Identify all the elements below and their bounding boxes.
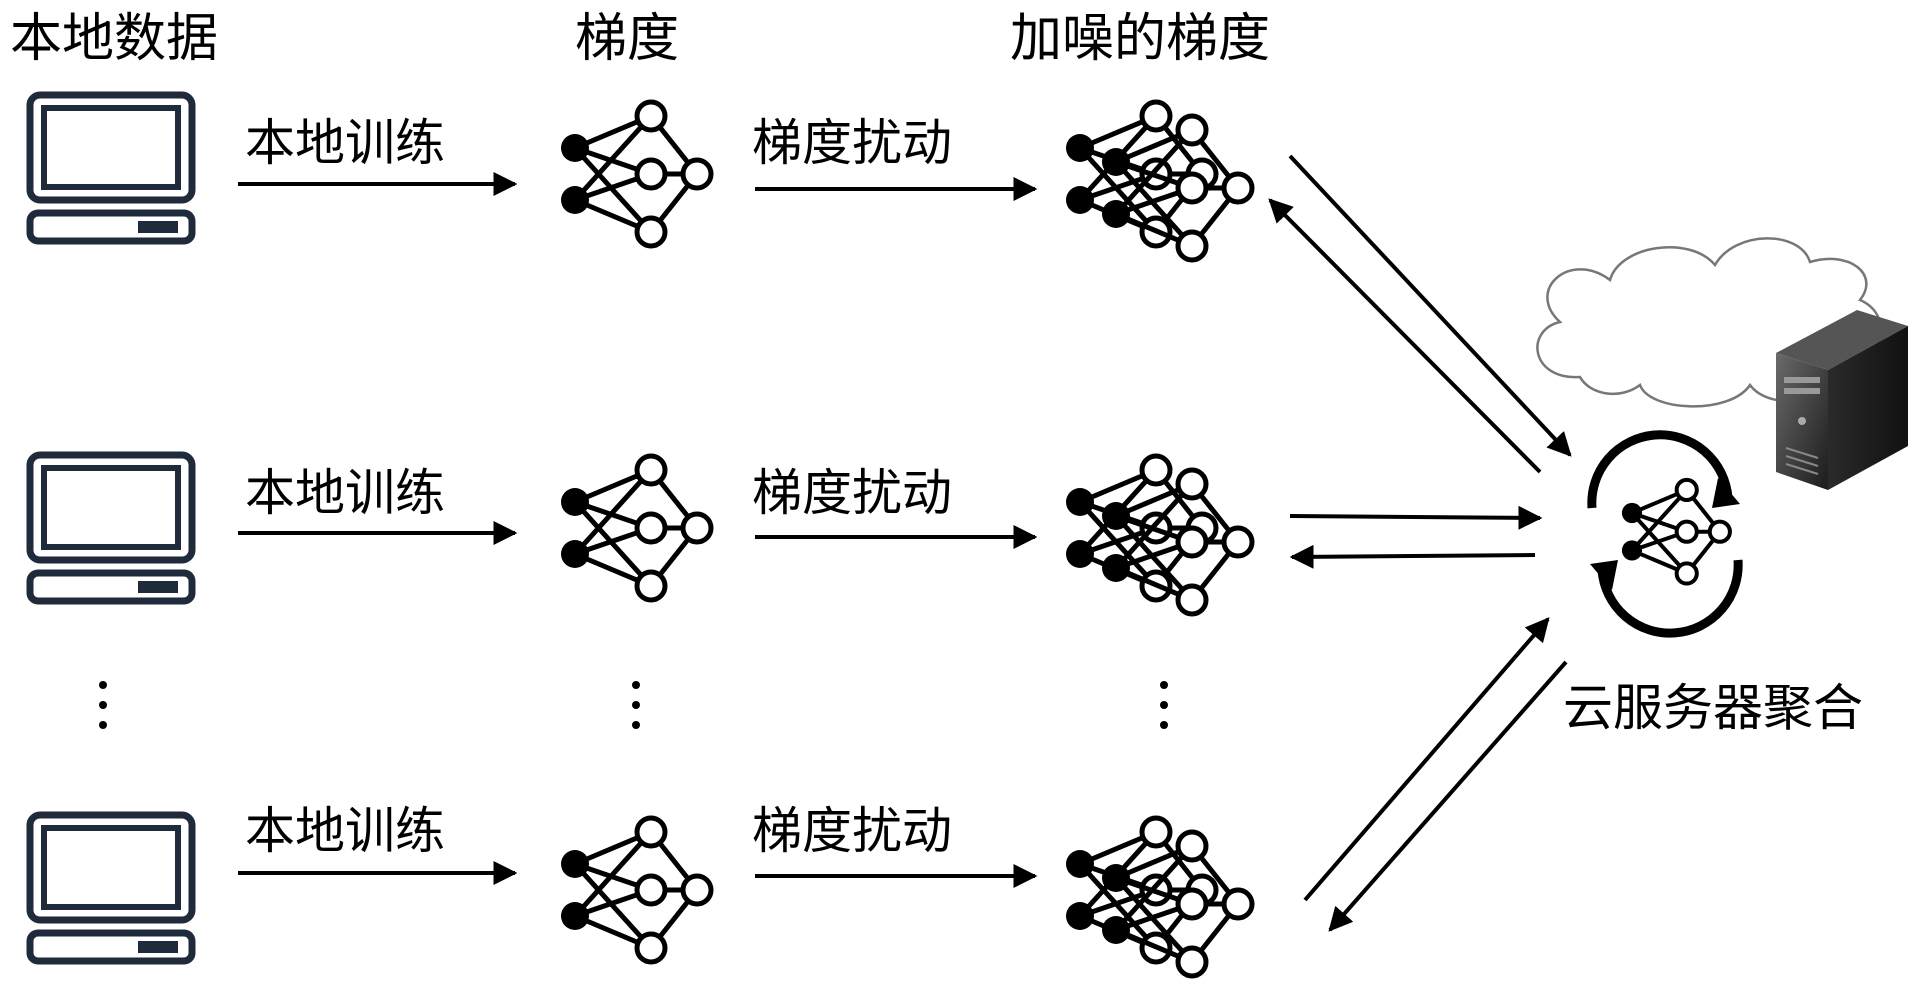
row-2-train-label: 本地训练 (245, 464, 445, 522)
header-local-data: 本地数据 (10, 9, 218, 69)
sync-aggregation-icon (1587, 430, 1743, 638)
row-1-perturb-label: 梯度扰动 (752, 114, 952, 172)
ellipsis-dots (99, 681, 1168, 729)
download-arrow-3 (1328, 660, 1568, 932)
row-3-perturb-label: 梯度扰动 (752, 802, 952, 860)
server-caption: 云服务器聚合 (1563, 679, 1863, 737)
noisy-layer-front (1102, 467, 1255, 617)
download-arrow-2 (1289, 544, 1536, 569)
row-1-train-label: 本地训练 (245, 114, 445, 172)
noisy-neural-network-icon (1066, 815, 1255, 979)
upload-arrow-1 (1288, 154, 1572, 457)
laptop-icon (26, 811, 196, 965)
header-gradient: 梯度 (575, 9, 679, 69)
laptop-icon (26, 91, 196, 245)
laptop-icon (26, 451, 196, 605)
noisy-layer-back (1066, 99, 1219, 249)
header-noisy-gradient: 加噪的梯度 (1010, 9, 1270, 69)
row-3-train-label: 本地训练 (245, 802, 445, 860)
aggregation-network-icon (1621, 477, 1732, 586)
server-tower-icon (1776, 310, 1908, 490)
noisy-layer-front (1102, 829, 1255, 979)
neural-network-icon (561, 815, 714, 965)
noisy-layer-front (1102, 113, 1255, 263)
upload-arrow-3 (1303, 617, 1550, 902)
upload-arrow-2 (1289, 505, 1543, 530)
noisy-neural-network-icon (1066, 99, 1255, 263)
download-arrow-1 (1268, 198, 1542, 474)
noisy-neural-network-icon (1066, 453, 1255, 617)
neural-network-icon (561, 453, 714, 603)
neural-network-icon (561, 99, 714, 249)
row-2-perturb-label: 梯度扰动 (752, 464, 952, 522)
